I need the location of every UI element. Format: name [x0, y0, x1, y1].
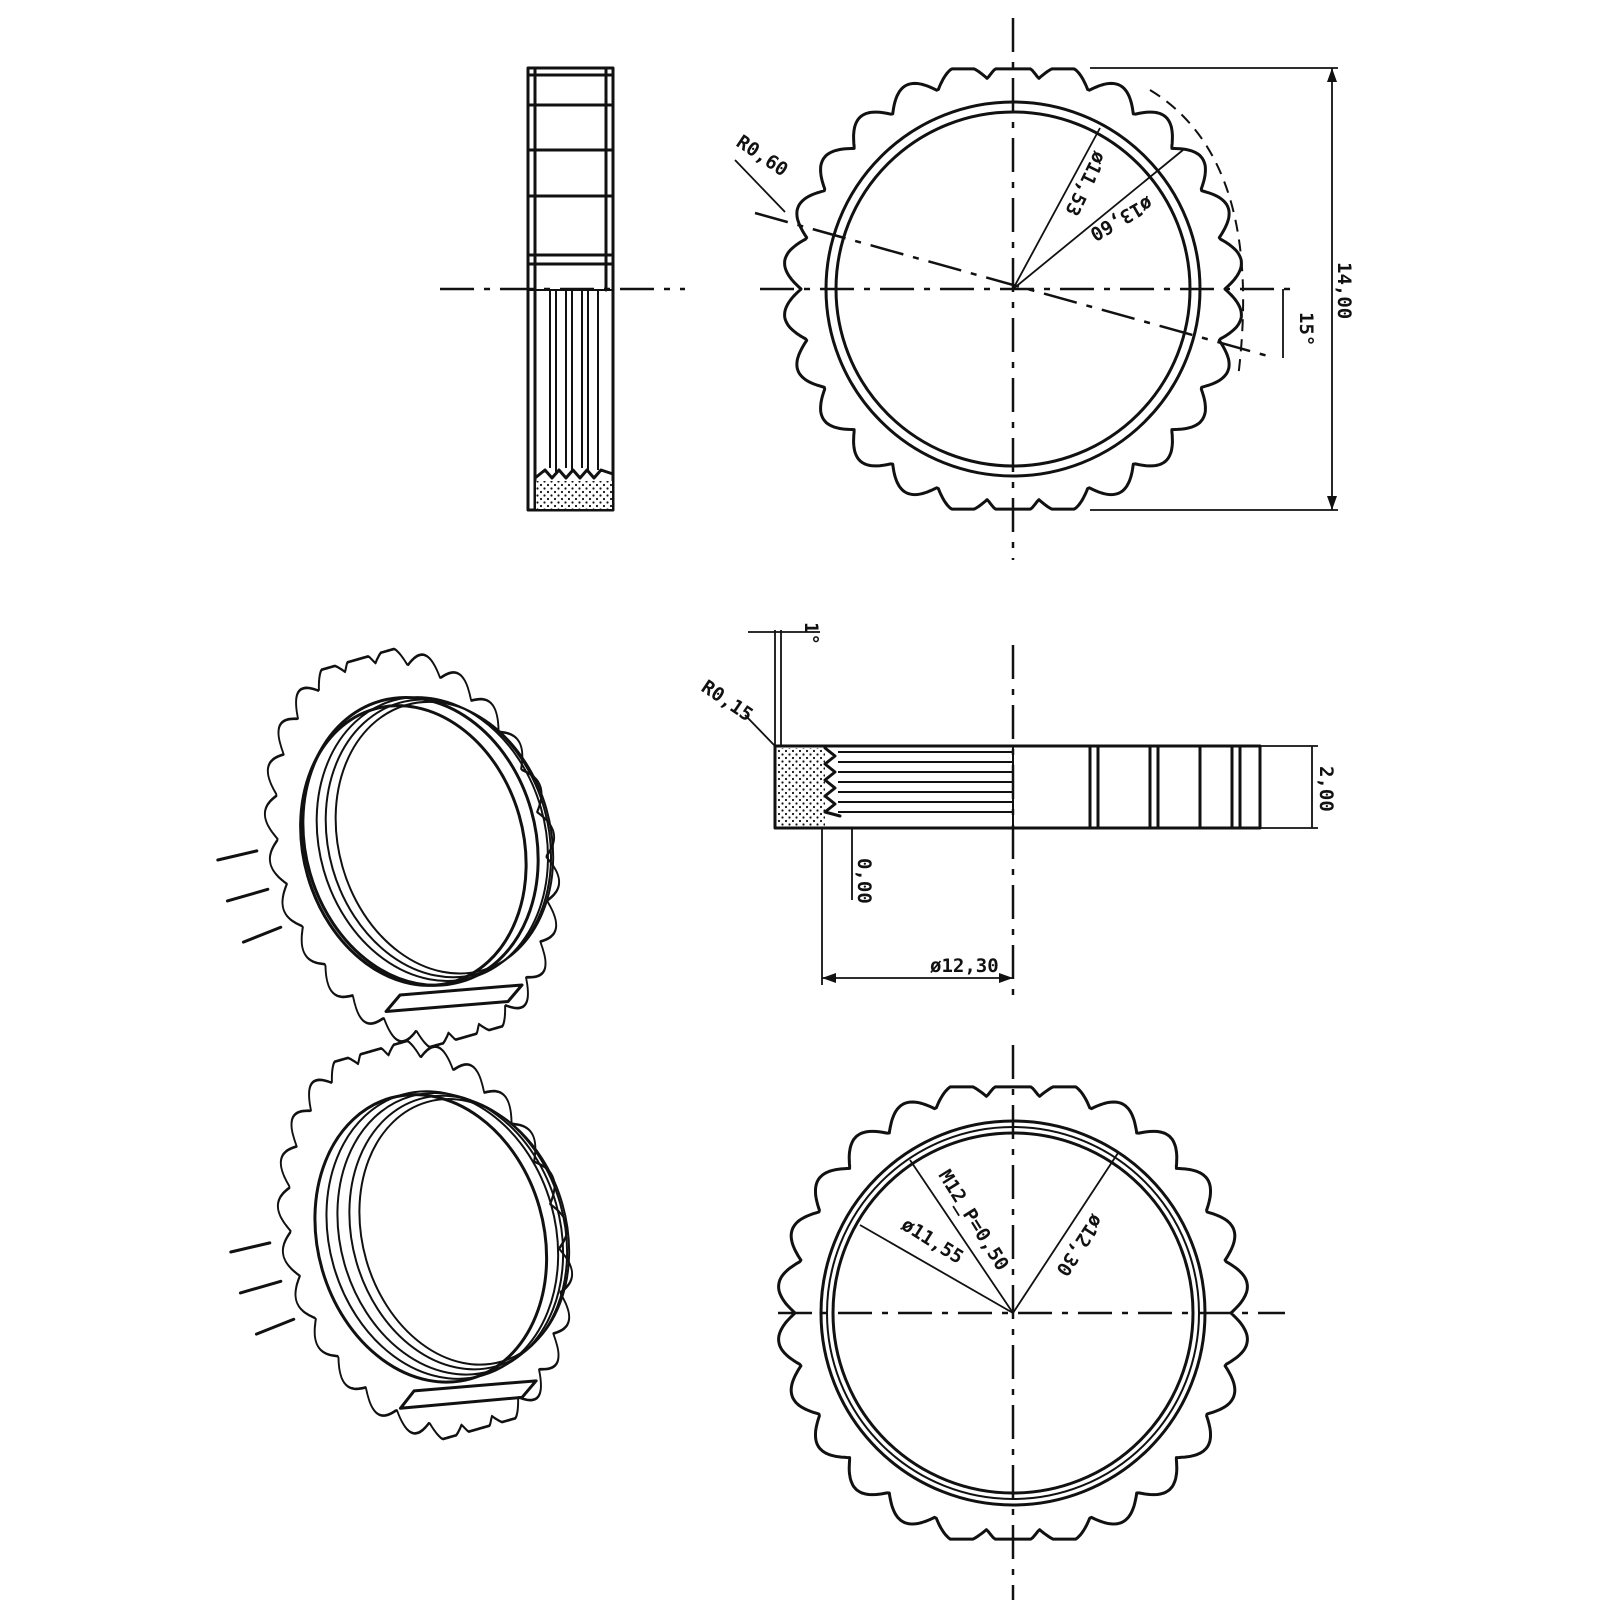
dimension-labels-top: R0,60 ø11,53 ø13,60 14,00 15°	[732, 131, 1355, 346]
label-d-1230-front: ø12,30	[1051, 1210, 1107, 1280]
label-angle-15: 15°	[1295, 312, 1317, 346]
isometric-view-1	[216, 647, 561, 1049]
section-hatch-2	[777, 748, 825, 826]
label-h-1400: 14,00	[1333, 262, 1355, 319]
label-d-000: 0,00	[853, 858, 875, 904]
front-view-bottom	[777, 1045, 1285, 1600]
side-view-top	[440, 66, 685, 512]
isometric-view-2	[229, 1039, 574, 1441]
dimension-labels-bottom: M12_P=0,50 ø11,55 ø12,30	[897, 1166, 1107, 1280]
label-d-1230-section: ø12,30	[930, 955, 999, 977]
section-hatch	[536, 481, 612, 509]
label-r-060: R0,60	[732, 131, 792, 181]
internal-thread-lines	[549, 290, 599, 472]
label-r-015: R0,15	[697, 676, 757, 726]
label-h-200: 2,00	[1315, 766, 1337, 812]
label-d-1155: ø11,55	[897, 1214, 967, 1269]
label-angle-1: 1°	[800, 622, 822, 645]
scalloped-outline	[783, 67, 1243, 511]
label-d-1153: ø11,53	[1060, 148, 1110, 219]
front-view-top	[734, 18, 1338, 560]
section-view	[744, 630, 1318, 1000]
